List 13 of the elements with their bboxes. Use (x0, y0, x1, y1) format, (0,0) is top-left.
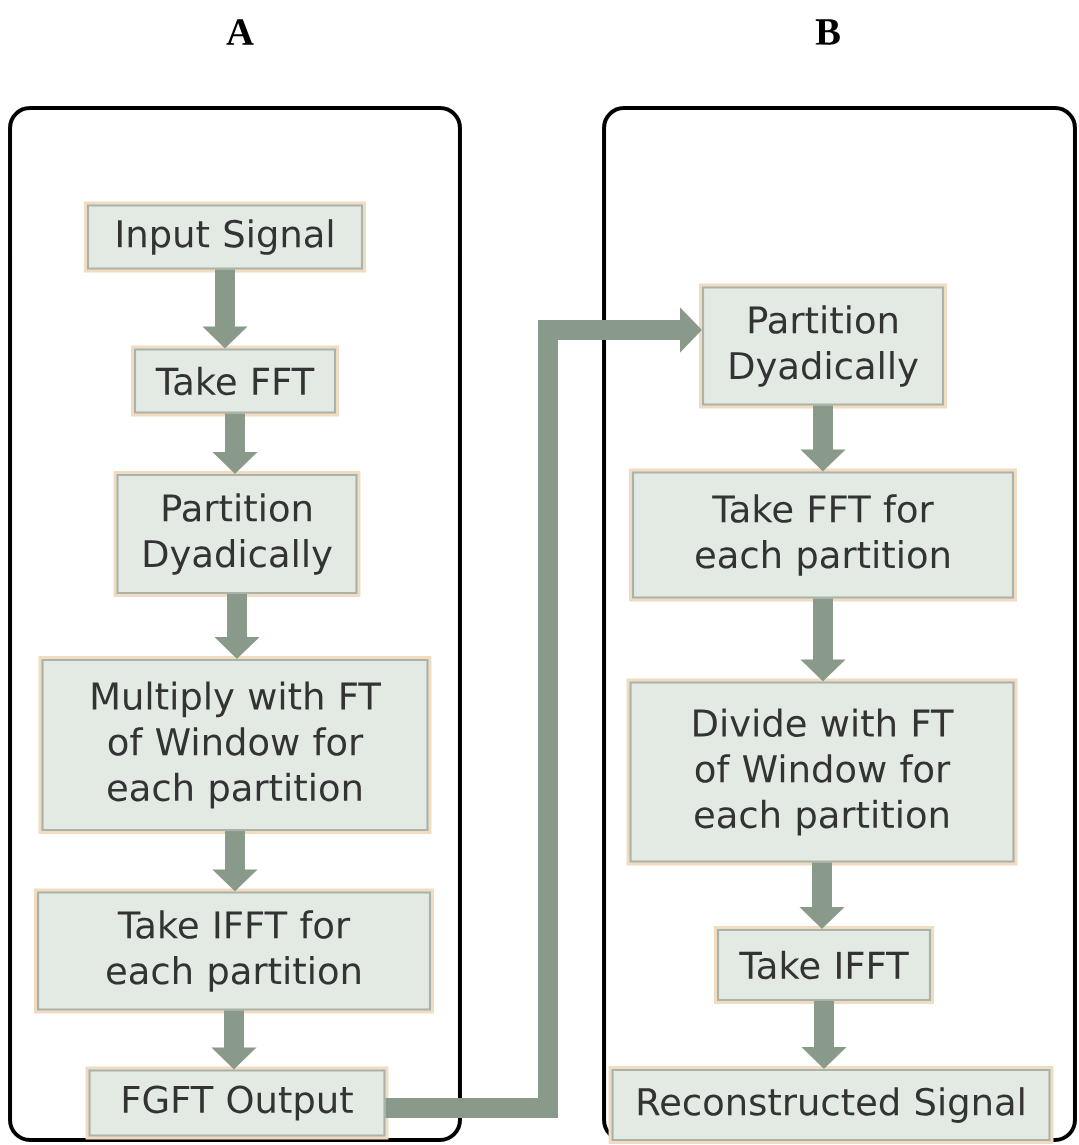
process-box: Take IFFT (714, 926, 934, 1004)
process-box: Partition Dyadically (699, 283, 947, 409)
process-box: Take FFT (131, 345, 339, 417)
process-box: Divide with FT of Window for each partition (626, 678, 1018, 866)
panel-title: A (226, 19, 254, 45)
process-box: Reconstructed Signal (608, 1066, 1054, 1144)
process-box: Take FFT for each partition (629, 468, 1017, 602)
process-box: FGFT Output (85, 1066, 389, 1140)
panel-title: B (815, 19, 840, 45)
process-box: Input Signal (84, 201, 366, 273)
process-box: Take IFFT for each partition (34, 888, 434, 1014)
process-box: Multiply with FT of Window for each partition (38, 656, 432, 834)
process-box: Partition Dyadically (113, 471, 361, 597)
